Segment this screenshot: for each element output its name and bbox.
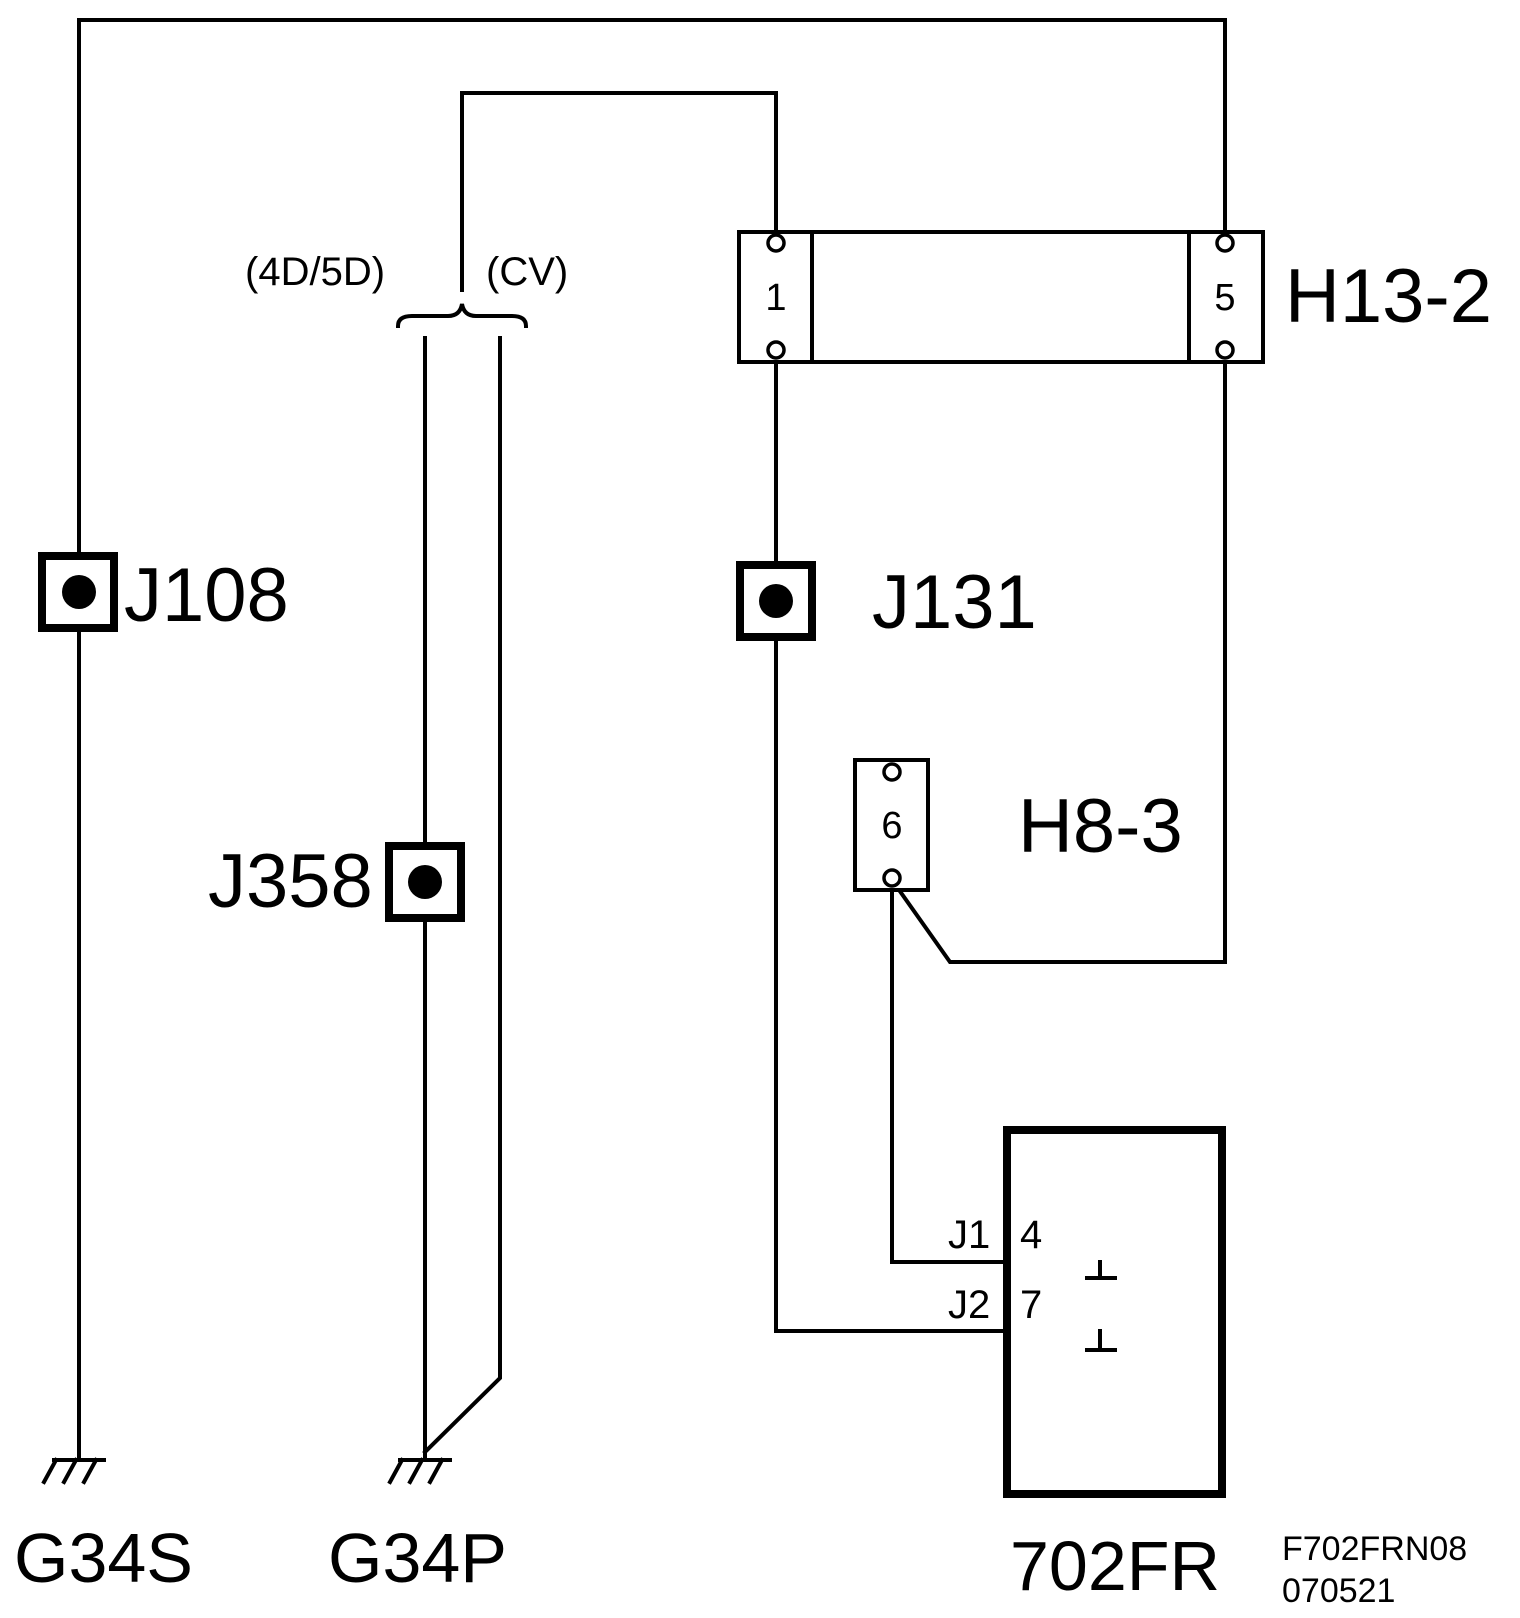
- drawing-id: F702FRN08 070521: [1282, 1530, 1467, 1610]
- ground-label-g34s: G34S: [14, 1519, 193, 1597]
- h13-pin-1: 1: [765, 277, 786, 319]
- wire-brace-to-h13-pin1: [460, 91, 778, 292]
- junction-label-j358: J358: [208, 839, 373, 924]
- pin-circle: [882, 868, 902, 888]
- variant-brace: (4D/5D) (CV): [245, 250, 568, 329]
- ground-g34p: G34P: [328, 1457, 507, 1597]
- junction-dot: [408, 865, 442, 899]
- pin-name-j2: J2: [948, 1283, 990, 1327]
- h13-pin-5: 5: [1214, 277, 1235, 319]
- pin-circle: [1215, 340, 1235, 360]
- pin-number-7: 7: [1020, 1283, 1042, 1327]
- switch-contact-j1: [1085, 1260, 1117, 1280]
- wire-h13-pin5-to-h8-pin6: [889, 350, 1227, 964]
- wire-g34s-to-h13-pin5: [77, 18, 1227, 1462]
- drawing-id-line-1: F702FRN08: [1282, 1530, 1467, 1568]
- component-label-702fr: 702FR: [1010, 1527, 1220, 1605]
- drawing-id-line-2: 070521: [1282, 1572, 1395, 1610]
- ground-g34s: G34S: [14, 1457, 193, 1597]
- junction-j358: J358: [208, 839, 465, 924]
- pin-circle: [766, 340, 786, 360]
- pin-circle: [766, 233, 786, 253]
- junction-label-j131: J131: [872, 560, 1037, 645]
- pin-name-j1: J1: [948, 1213, 990, 1257]
- switch-contact-j2: [1085, 1329, 1117, 1352]
- junction-label-j108: J108: [124, 553, 289, 638]
- connector-label-h13-2: H13-2: [1285, 254, 1492, 339]
- h8-pin-6: 6: [881, 805, 902, 847]
- pin-circle: [882, 762, 902, 782]
- connector-label-h8-3: H8-3: [1018, 784, 1183, 869]
- pin-circle: [1215, 233, 1235, 253]
- junction-j131: J131: [736, 560, 1037, 645]
- pin-number-4: 4: [1020, 1213, 1042, 1257]
- connector-h13-2: 1 5 H13-2: [737, 230, 1492, 364]
- connector-h8-3: 6 H8-3: [853, 758, 1183, 892]
- wire-h13-pin1-to-702fr-j2: [774, 350, 1117, 1333]
- variant-label-4d5d: (4D/5D): [245, 250, 385, 294]
- component-702fr: J1 4 J2 7 702FR: [948, 1126, 1226, 1605]
- junction-dot: [759, 584, 793, 618]
- junction-j108: J108: [38, 552, 289, 638]
- variant-label-cv: (CV): [486, 250, 568, 294]
- junction-dot: [62, 575, 96, 609]
- wire-cv-to-g34p: [422, 336, 502, 1455]
- ground-label-g34p: G34P: [328, 1519, 507, 1597]
